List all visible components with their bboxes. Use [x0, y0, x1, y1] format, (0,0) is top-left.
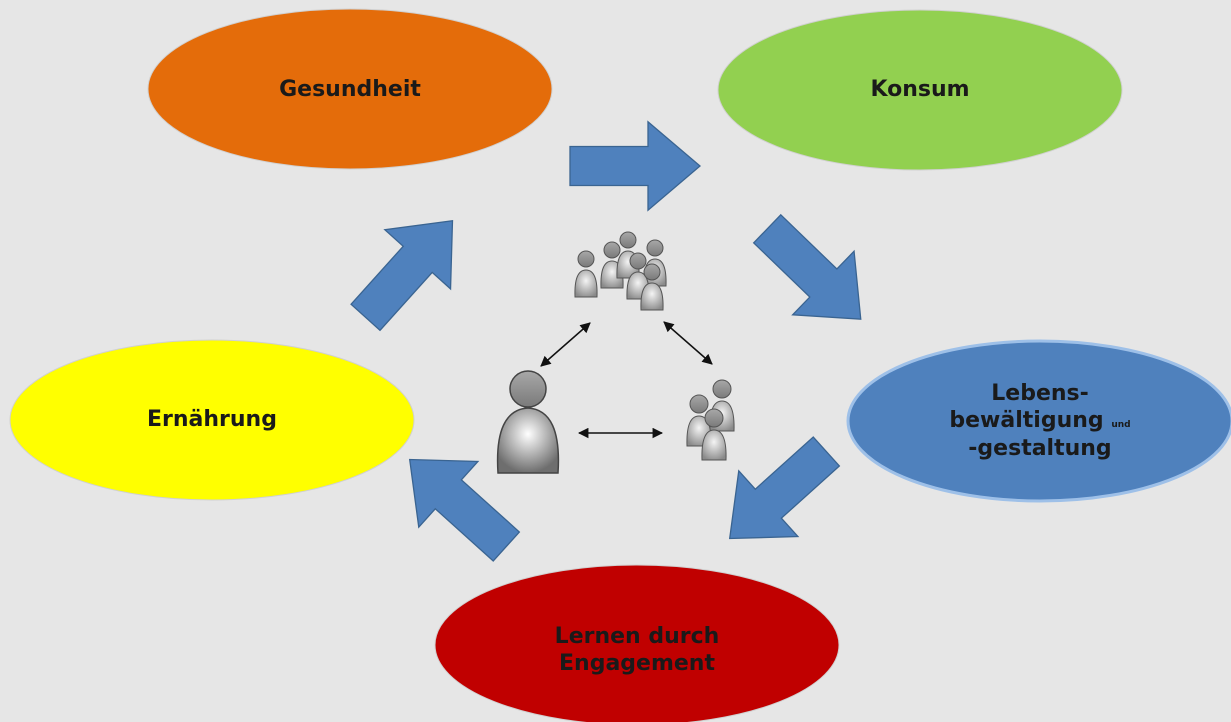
label-konsum: Konsum	[770, 60, 1070, 120]
arrow-konsum-to-lebens	[752, 213, 862, 320]
arrow-lernen-to-ernaehrung	[408, 458, 521, 562]
node-konsum	[717, 9, 1123, 171]
person-icon	[496, 370, 560, 474]
node-lebens	[846, 339, 1231, 503]
connector-group-person	[540, 322, 591, 367]
people-group-icon	[574, 231, 667, 311]
arrow-ernaehrung-to-gesundheit	[350, 219, 454, 332]
label-lebens: Lebens- bewältigung und -gestaltung	[900, 360, 1180, 482]
lebens-line2-small: und	[1111, 420, 1131, 431]
gesundheit-text: Gesundheit	[279, 77, 421, 103]
lebens-line3: -gestaltung	[968, 435, 1112, 461]
label-lernen: Lernen durch Engagement	[487, 610, 787, 690]
ernaehrung-text: Ernährung	[147, 407, 277, 433]
node-gesundheit	[147, 8, 553, 170]
arrow-gesundheit-to-konsum	[569, 120, 702, 212]
lernen-line2: Engagement	[559, 651, 715, 676]
label-gesundheit: Gesundheit	[200, 60, 500, 120]
label-ernaehrung: Ernährung	[62, 390, 362, 450]
connector-group-trio	[663, 321, 713, 365]
lernen-line1: Lernen durch	[554, 623, 720, 649]
node-ernaehrung	[9, 339, 415, 501]
people-trio-icon	[686, 379, 735, 461]
konsum-text: Konsum	[870, 77, 970, 103]
node-lernen	[434, 564, 840, 722]
lebens-line2-text: bewältigung	[949, 408, 1104, 434]
arrow-lebens-to-lernen	[728, 436, 841, 540]
lebens-line2: bewältigung und	[949, 407, 1130, 435]
lebens-line1: Lebens-	[991, 380, 1089, 406]
